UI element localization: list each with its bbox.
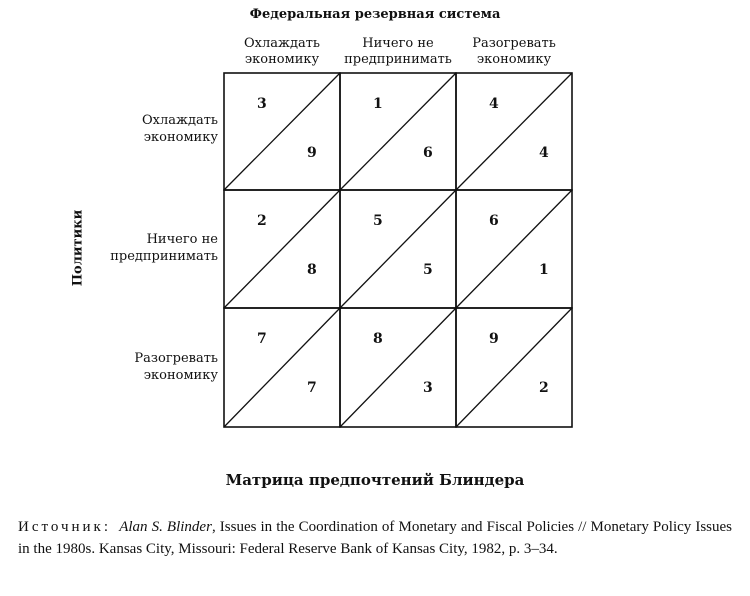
payoff-fed: 4 <box>489 96 499 112</box>
cell-diagonal <box>339 307 457 428</box>
payoff-fed: 3 <box>257 96 267 112</box>
payoff-cell: 61 <box>455 189 573 309</box>
column-header-heat: Разогревать экономику <box>456 36 572 68</box>
payoff-cell: 16 <box>339 72 457 191</box>
cell-diagonal <box>223 307 341 428</box>
payoff-politicians: 5 <box>423 262 433 278</box>
source-author: Alan S. Blinder <box>119 519 212 535</box>
payoff-politicians: 3 <box>423 380 433 396</box>
row-header-nothing: Ничего не предпринимать <box>108 231 218 265</box>
payoff-fed: 9 <box>489 331 499 347</box>
cell-diagonal <box>339 72 457 191</box>
figure-caption: Матрица предпочтений Блиндера <box>225 471 525 489</box>
source-note: Источник: Alan S. Blinder, Issues in the… <box>18 516 732 560</box>
payoff-fed: 2 <box>257 213 267 229</box>
payoff-cell: 83 <box>339 307 457 428</box>
column-player-label: Федеральная резервная система <box>249 7 501 22</box>
payoff-cell: 44 <box>455 72 573 191</box>
cell-diagonal <box>223 72 341 191</box>
payoff-cell: 39 <box>223 72 341 191</box>
cell-diagonal <box>339 189 457 309</box>
payoff-cell: 92 <box>455 307 573 428</box>
row-header-heat: Разогревать экономику <box>108 350 218 384</box>
row-header-cool: Охлаждать экономику <box>108 112 218 146</box>
payoff-fed: 8 <box>373 331 383 347</box>
source-label: Источник: <box>18 519 112 535</box>
payoff-politicians: 2 <box>539 380 549 396</box>
column-header-text: Разогревать экономику <box>472 36 556 67</box>
source-text: , Issues in the Coordination of Monetary… <box>18 519 733 557</box>
column-header-text: Ничего не предпринимать <box>344 36 452 67</box>
payoff-politicians: 7 <box>307 380 317 396</box>
cell-diagonal <box>455 189 573 309</box>
row-header-text: Разогревать экономику <box>134 351 218 383</box>
payoff-politicians: 8 <box>307 262 317 278</box>
cell-diagonal <box>455 307 573 428</box>
row-header-text: Ничего не предпринимать <box>110 232 218 264</box>
payoff-fed: 7 <box>257 331 267 347</box>
payoff-politicians: 6 <box>423 145 433 161</box>
payoff-fed: 5 <box>373 213 383 229</box>
column-header-text: Охлаждать экономику <box>244 36 320 67</box>
payoff-cell: 55 <box>339 189 457 309</box>
cell-diagonal <box>223 189 341 309</box>
cell-border <box>455 307 573 428</box>
payoff-politicians: 9 <box>307 145 317 161</box>
payoff-fed: 1 <box>373 96 383 112</box>
payoff-fed: 6 <box>489 213 499 229</box>
column-header-cool: Охлаждать экономику <box>224 36 340 68</box>
payoff-cell: 77 <box>223 307 341 428</box>
payoff-politicians: 1 <box>539 262 549 278</box>
column-header-nothing: Ничего не предпринимать <box>340 36 456 68</box>
payoff-cell: 28 <box>223 189 341 309</box>
cell-diagonal <box>455 72 573 191</box>
payoff-politicians: 4 <box>539 145 549 161</box>
row-header-text: Охлаждать экономику <box>142 113 218 145</box>
